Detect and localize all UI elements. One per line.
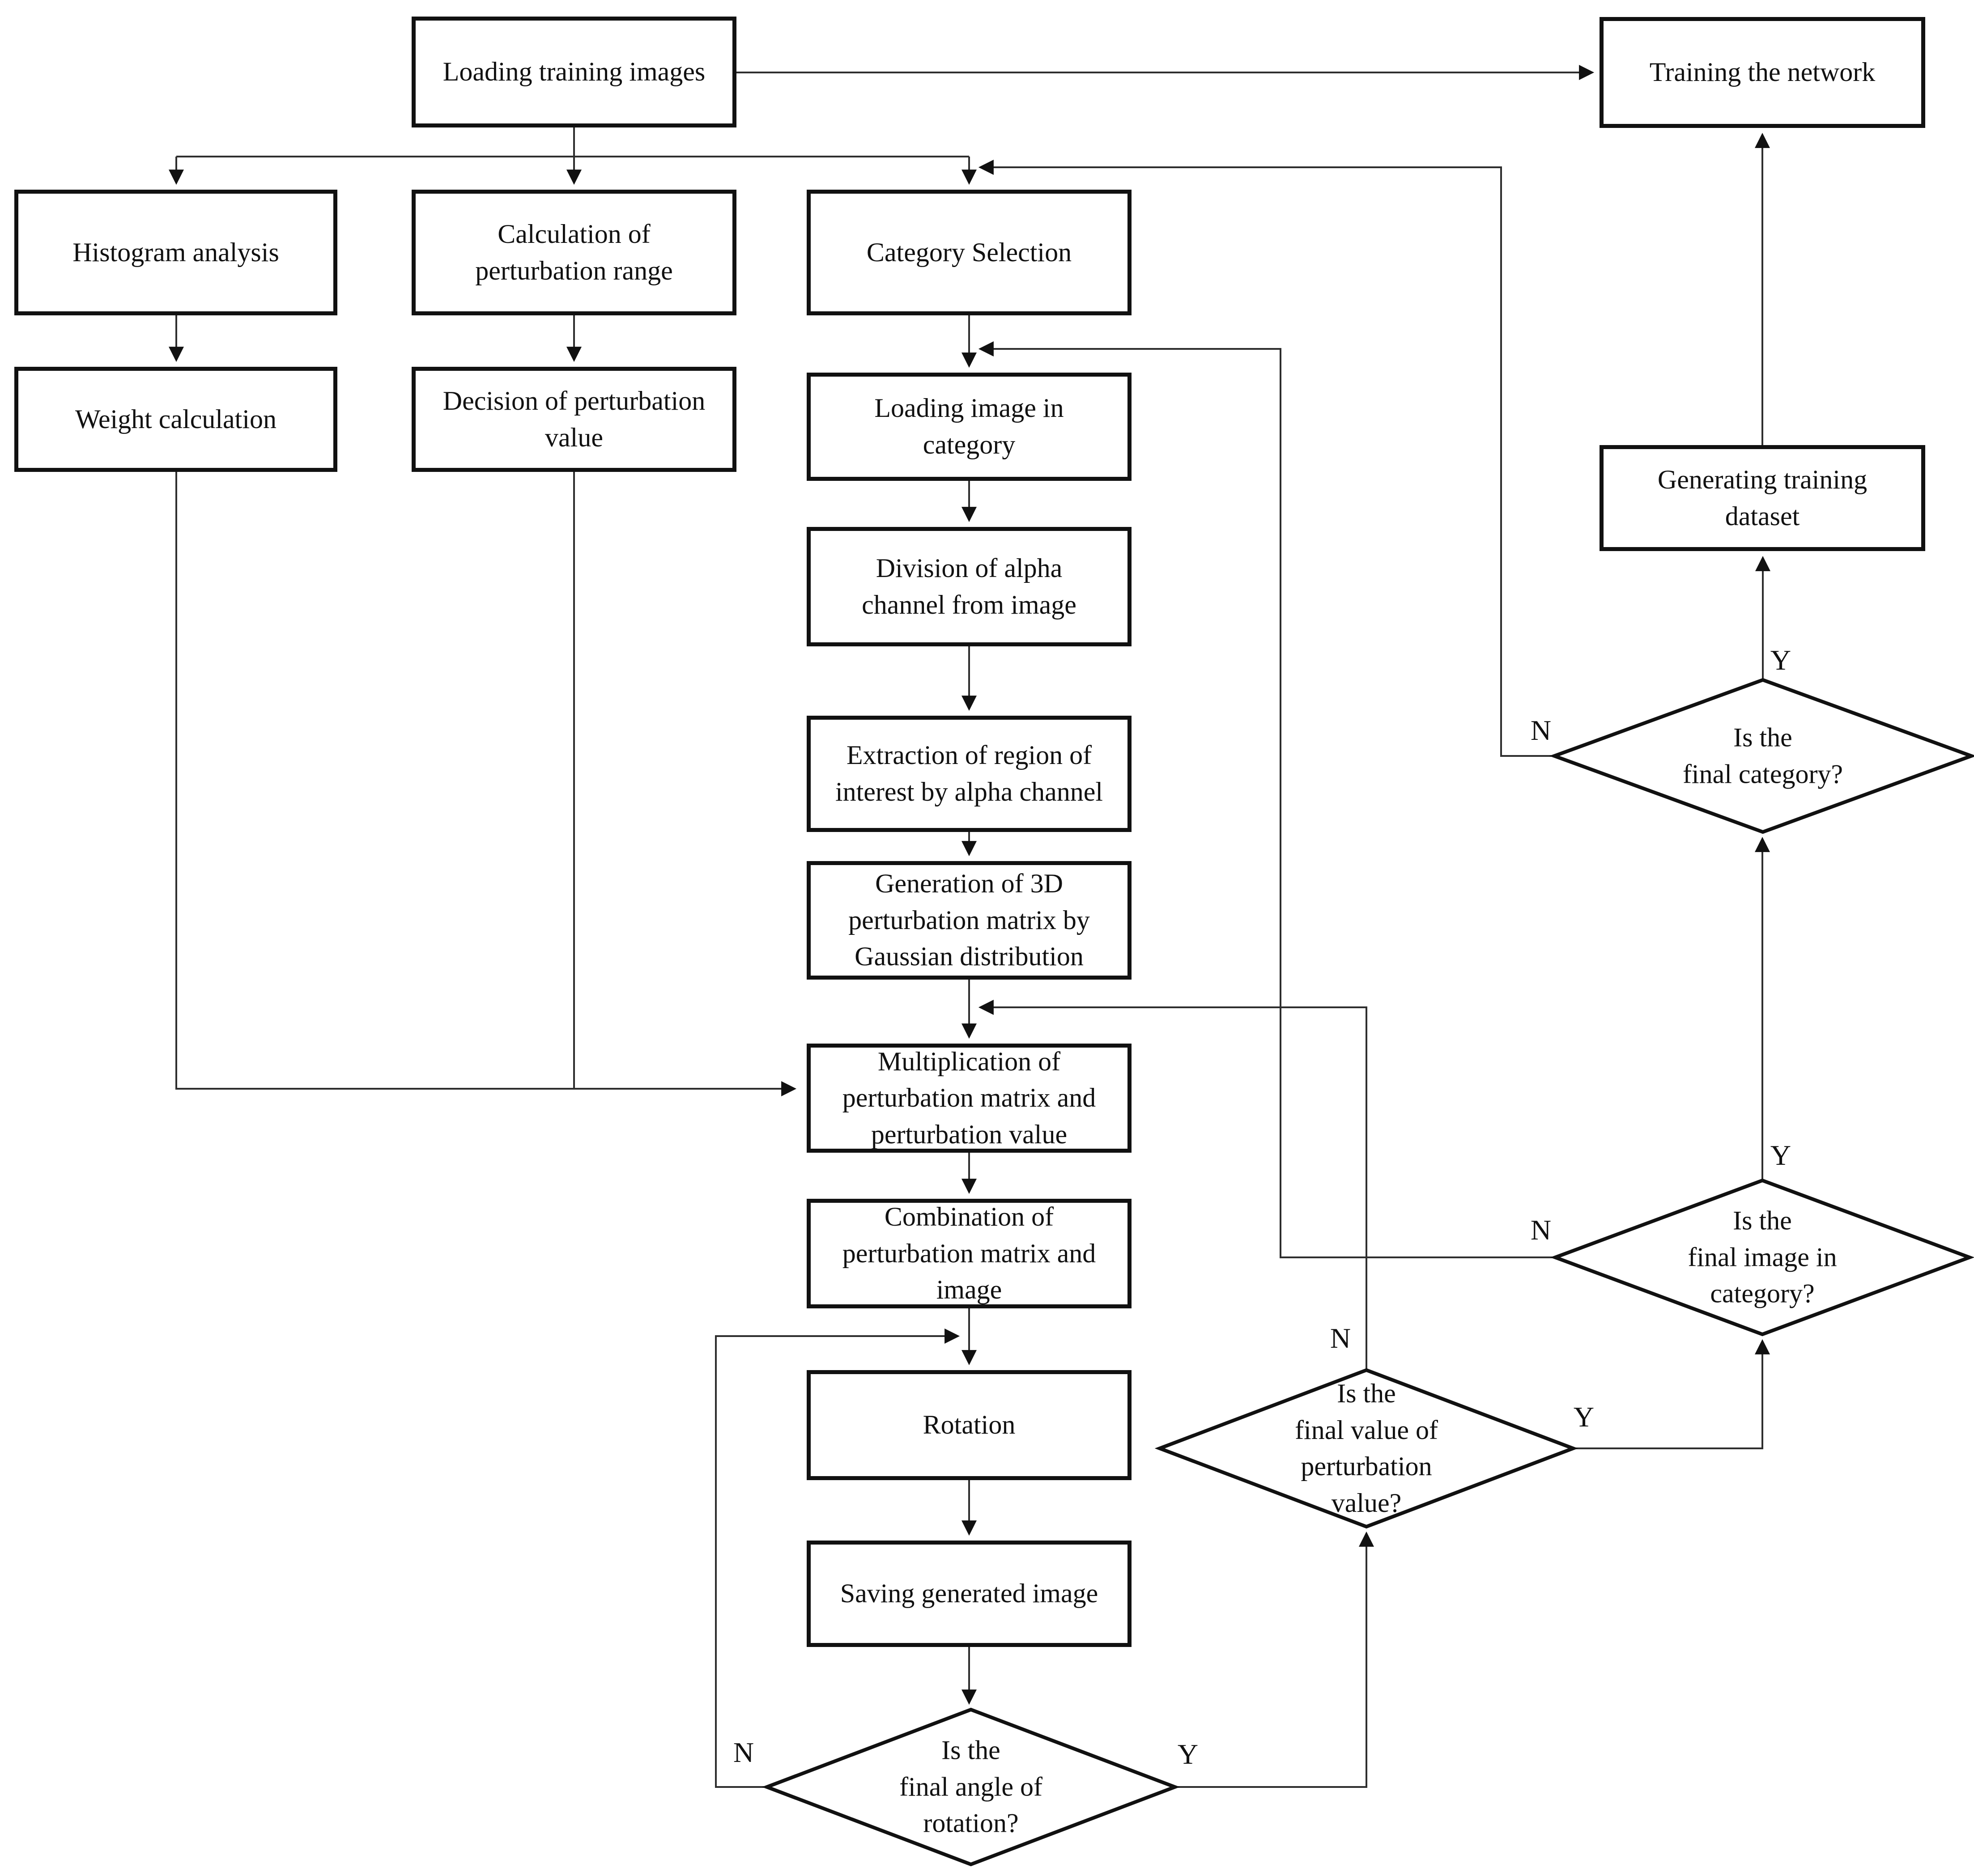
decision-is-final-value-of-perturbation: Is the final value of perturbation value… xyxy=(1295,1378,1438,1518)
node-histogram-analysis: Histogram analysis xyxy=(14,190,337,315)
branch-label-value-yes: Y xyxy=(1573,1401,1595,1433)
edge-angle-yes xyxy=(1175,1531,1374,1788)
node-rotation: Rotation xyxy=(807,1370,1132,1480)
branch-label-category-yes: Y xyxy=(1770,644,1791,676)
node-training-the-network: Training the network xyxy=(1600,17,1925,128)
edge-value-yes xyxy=(1573,1339,1770,1449)
node-calculation-of-perturbation-range: Calculation of perturbation range xyxy=(412,190,736,315)
node-category-selection: Category Selection xyxy=(807,190,1132,315)
decision-shape-final-value xyxy=(1154,1368,1578,1529)
decision-shape-final-angle xyxy=(762,1707,1180,1867)
branch-label-angle-yes: Y xyxy=(1177,1738,1199,1770)
branch-label-value-no: N xyxy=(1330,1322,1351,1354)
node-generating-training-dataset: Generating training dataset xyxy=(1600,445,1925,551)
node-loading-training-images: Loading training images xyxy=(412,17,736,127)
node-extraction-of-region-of-interest: Extraction of region of interest by alph… xyxy=(807,716,1132,832)
edge-value-no-feedback xyxy=(978,1000,1367,1370)
decision-shape-final-image xyxy=(1550,1178,1974,1337)
branch-label-angle-no: N xyxy=(733,1736,754,1768)
decision-is-final-angle-of-rotation: Is the final angle of rotation? xyxy=(899,1735,1042,1838)
edge-category-no-feedback xyxy=(978,160,1554,757)
node-combination-of-matrix-and-image: Combination of perturbation matrix and i… xyxy=(807,1199,1132,1308)
branch-label-image-no: N xyxy=(1530,1214,1552,1246)
node-division-of-alpha-channel: Division of alpha channel from image xyxy=(807,527,1132,646)
node-decision-of-perturbation-value: Decision of perturbation value xyxy=(412,367,736,472)
branch-label-image-yes: Y xyxy=(1770,1139,1791,1171)
decision-is-final-image-in-category: Is the final image in category? xyxy=(1688,1205,1837,1308)
node-generation-of-3d-perturbation-matrix: Generation of 3D perturbation matrix by … xyxy=(807,861,1132,980)
node-saving-generated-image: Saving generated image xyxy=(807,1541,1132,1647)
edge-angle-no-feedback xyxy=(715,1328,960,1788)
decision-is-final-category: Is the final category? xyxy=(1682,722,1843,789)
edge-weight-to-multiplication xyxy=(175,472,797,1096)
node-weight-calculation: Weight calculation xyxy=(14,367,337,472)
edge-image-no-feedback xyxy=(978,341,1555,1258)
node-loading-image-in-category: Loading image in category xyxy=(807,373,1132,481)
decision-shape-final-category xyxy=(1549,678,1974,834)
branch-label-category-no: N xyxy=(1530,714,1552,746)
node-multiplication-of-matrix-and-value: Multiplication of perturbation matrix an… xyxy=(807,1044,1132,1153)
